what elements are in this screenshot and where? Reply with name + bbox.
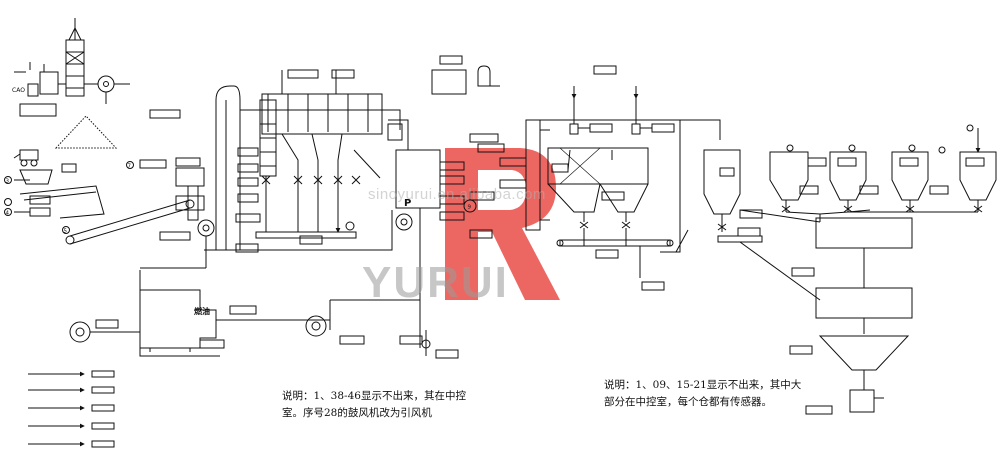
marker-3: 3 [6, 179, 10, 185]
note-left-line1: 说明：1、38-46显示不出来，其在中控 [282, 390, 466, 402]
pipe-to-storage [540, 119, 721, 253]
bag-filter [259, 69, 383, 232]
label-boxes-mid-left [139, 109, 201, 241]
chimney [65, 18, 85, 97]
note-left-line2: 室。序号28的鼓风机改为引风机 [282, 407, 432, 419]
label-p: P [404, 198, 411, 209]
label-burner: 燃油 [194, 306, 210, 316]
belt-conveyor-1 [19, 185, 105, 219]
crusher-stack [175, 167, 215, 237]
main-pipes [139, 109, 421, 357]
main-silo [703, 149, 821, 301]
loader [13, 149, 39, 167]
note-left: 说明：1、38-46显示不出来，其在中控 室。序号28的鼓风机改为引风机 [282, 388, 466, 422]
side-labels [235, 147, 323, 253]
marker-4: 4 [6, 211, 10, 217]
blower-left [69, 319, 140, 343]
note-right-line1: 说明：1、09、15-21显示不出来，其中大 [604, 379, 802, 391]
small-tank-top [431, 55, 500, 95]
coal-pile [54, 115, 118, 149]
marker-9: 9 [468, 205, 472, 211]
note-right-line2: 部分在中控室，每个仓都有传感器。 [604, 396, 772, 408]
label-cao: CAO [12, 87, 25, 94]
product-silos [769, 124, 997, 213]
left-markers [4, 161, 134, 234]
legend [28, 370, 115, 448]
watermark-brand: YURUI [362, 258, 509, 307]
bag-dust-collector [525, 65, 675, 291]
belt-conveyor-2 [65, 199, 195, 245]
hot-air-furnace [139, 289, 257, 352]
fan-top [84, 75, 130, 104]
mixing-bins [739, 209, 913, 415]
valve-row [261, 175, 361, 185]
screw-conveyor [255, 221, 357, 239]
dryer-unit [387, 119, 527, 356]
silo-collector-lines [785, 209, 978, 222]
watermark-url: sinoyurui.en.alibaba.com [368, 186, 546, 203]
feed-hopper [19, 163, 77, 185]
desulfurizer [14, 62, 66, 117]
marker-5: 5 [64, 229, 68, 235]
note-right: 说明：1、09、15-21显示不出来，其中大 部分在中控室，每个仓都有传感器。 [604, 377, 801, 411]
marker-7: 7 [128, 164, 132, 170]
blower-mid [305, 315, 459, 359]
